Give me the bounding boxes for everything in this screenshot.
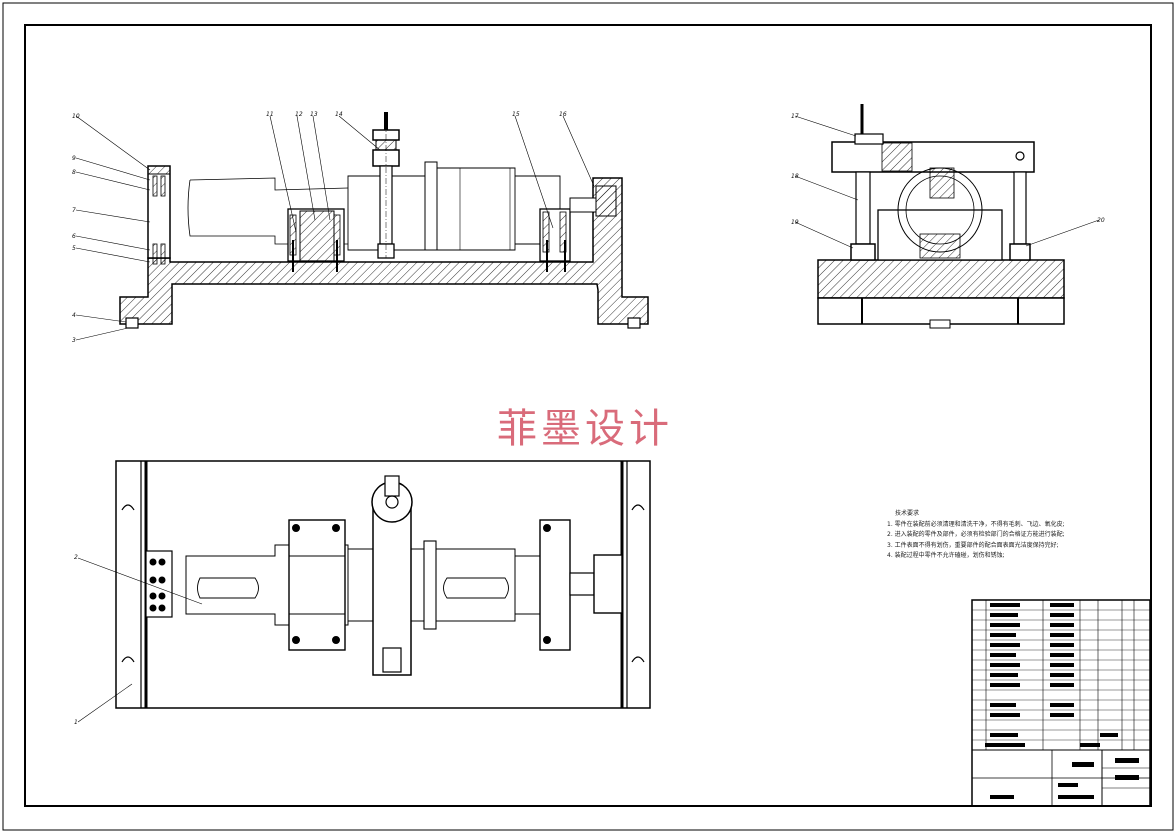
front-section-view bbox=[119, 112, 649, 329]
balloon-11: 11 bbox=[266, 111, 274, 118]
requirement-line: 4. 装配过程中零件不允许磕碰，划伤和锈蚀; bbox=[887, 552, 1005, 559]
top-view bbox=[115, 460, 651, 709]
balloon-16: 16 bbox=[559, 111, 567, 118]
front-view-balloons bbox=[75, 115, 595, 341]
left-plate bbox=[147, 165, 171, 259]
balloon-2: 2 bbox=[74, 554, 78, 561]
balloon-7: 7 bbox=[72, 207, 76, 214]
technical-requirements: 技术要求 1. 零件在装配前必须清理和清洗干净，不得有毛刺、飞边、氧化皮; 2.… bbox=[887, 509, 1065, 562]
title-block-fills bbox=[985, 603, 1139, 799]
balloon-6: 6 bbox=[72, 233, 76, 240]
balloon-15: 15 bbox=[512, 111, 520, 118]
balloon-19: 19 bbox=[791, 219, 799, 226]
balloon-9: 9 bbox=[72, 155, 76, 162]
requirement-line: 2. 进入装配的零件及部件，必须有检验部门的合格证方能进行装配; bbox=[887, 531, 1065, 538]
title-block bbox=[971, 599, 1151, 807]
balloon-3: 3 bbox=[72, 337, 76, 344]
balloon-10: 10 bbox=[72, 113, 80, 120]
balloon-12: 12 bbox=[295, 111, 303, 118]
clamp-bolt bbox=[372, 112, 400, 259]
balloon-17: 17 bbox=[791, 113, 799, 120]
top-shaft bbox=[185, 544, 349, 626]
side-pressure-plate bbox=[831, 141, 1035, 173]
balloon-8: 8 bbox=[72, 169, 76, 176]
technical-requirements-title: 技术要求 bbox=[895, 510, 920, 517]
workpiece-shaft bbox=[187, 177, 349, 245]
balloon-14: 14 bbox=[335, 111, 343, 118]
balloon-13: 13 bbox=[310, 111, 318, 118]
balloon-20: 20 bbox=[1097, 217, 1105, 224]
side-base bbox=[817, 259, 1065, 299]
balloon-1: 1 bbox=[74, 719, 78, 726]
balloon-18: 18 bbox=[791, 173, 799, 180]
side-view bbox=[817, 104, 1065, 329]
requirement-line: 3. 工件表面不得有划伤，重要部件的配合面表面光洁度保持完好; bbox=[887, 541, 1059, 549]
requirement-line: 1. 零件在装配前必须清理和清洗干净，不得有毛刺、飞边、氧化皮; bbox=[887, 520, 1065, 528]
inner-frame bbox=[24, 24, 1152, 807]
top-clamp-bar bbox=[371, 475, 413, 676]
balloon-5: 5 bbox=[72, 245, 76, 252]
base-body bbox=[119, 177, 649, 325]
watermark: 菲墨设计 bbox=[497, 406, 673, 452]
balloon-4: 4 bbox=[72, 312, 76, 319]
